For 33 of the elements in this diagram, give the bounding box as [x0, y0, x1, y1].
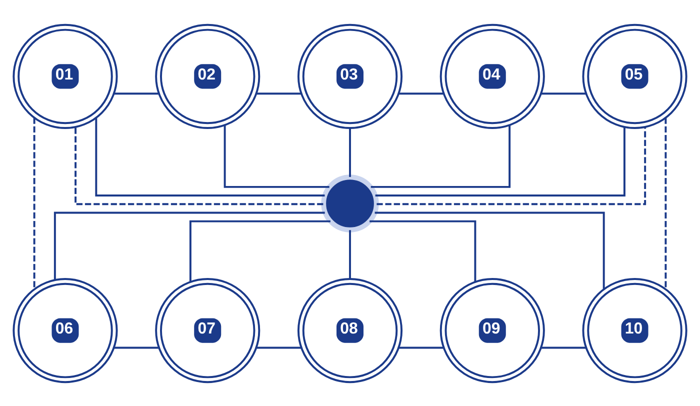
- connector: [664, 117, 667, 289]
- node-circle: [321, 174, 379, 232]
- node-circle: 09: [440, 278, 545, 383]
- node-circle: 08: [297, 278, 403, 383]
- connector: [256, 92, 302, 94]
- connector: [399, 92, 444, 94]
- connector: [370, 220, 476, 282]
- node-circle: 01: [12, 23, 118, 128]
- node-circle: 07: [155, 278, 260, 383]
- connector: [256, 346, 302, 348]
- connector: [541, 92, 586, 94]
- node-circle: 04: [440, 23, 545, 128]
- connector: [374, 211, 605, 288]
- connector: [224, 124, 330, 188]
- connector: [33, 117, 36, 289]
- connector: [349, 230, 351, 278]
- node-circle: 03: [297, 23, 403, 128]
- connector: [370, 124, 511, 188]
- connector: [114, 92, 160, 94]
- connector: [376, 126, 646, 205]
- connector: [399, 346, 444, 348]
- node-circle: 05: [582, 23, 688, 128]
- connector: [349, 128, 351, 176]
- connector: [54, 211, 325, 280]
- connector: [541, 346, 586, 348]
- connector: [95, 117, 325, 196]
- connector: [375, 126, 626, 196]
- node-circle: 02: [155, 23, 260, 128]
- connector: [114, 346, 160, 348]
- node-circle: 06: [12, 278, 118, 383]
- connector: [189, 220, 330, 282]
- node-circle: 10: [582, 278, 688, 383]
- connector: [74, 126, 324, 205]
